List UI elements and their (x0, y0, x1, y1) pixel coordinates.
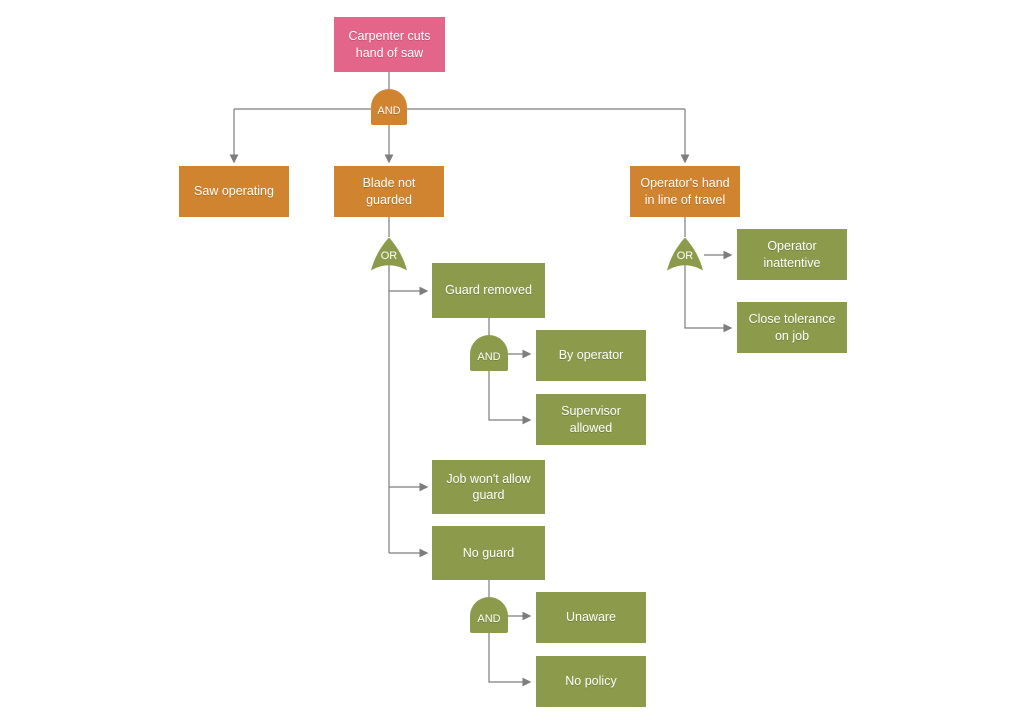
gate-and-no-guard: AND (470, 597, 508, 633)
edge-to-supervisor-allowed (488, 371, 532, 425)
node-no-guard: No guard (432, 526, 545, 580)
gate-and-guard-removed: AND (470, 335, 508, 371)
node-operator-inattentive: Operator inattentive (737, 229, 847, 280)
node-supervisor-allowed: Supervisor allowed (536, 394, 646, 445)
gate-and-top: AND (371, 89, 407, 125)
node-no-policy: No policy (536, 656, 646, 707)
or-gate-shape: OR (667, 237, 703, 271)
node-root: Carpenter cuts hand of saw (334, 17, 445, 72)
gate-label: AND (377, 104, 401, 117)
node-by-operator: By operator (536, 330, 646, 381)
edge-to-no-policy (488, 633, 532, 687)
node-saw-operating: Saw operating (179, 166, 289, 217)
node-job-wont-allow-guard: Job won't allow guard (432, 460, 545, 514)
node-guard-removed: Guard removed (432, 263, 545, 318)
or-gate-shape: OR (371, 237, 407, 271)
edge-to-close-tolerance (684, 262, 733, 333)
node-operators-hand: Operator's hand in line of travel (630, 166, 740, 217)
node-close-tolerance: Close tolerance on job (737, 302, 847, 353)
node-blade-not-guarded: Blade not guarded (334, 166, 444, 217)
gate-label: OR (677, 250, 694, 262)
gate-or-hand: OR (666, 237, 704, 271)
gate-label: AND (477, 612, 501, 625)
node-unaware: Unaware (536, 592, 646, 643)
gate-or-blade: OR (370, 237, 408, 271)
gate-label: OR (381, 250, 398, 262)
gate-label: AND (477, 350, 501, 363)
